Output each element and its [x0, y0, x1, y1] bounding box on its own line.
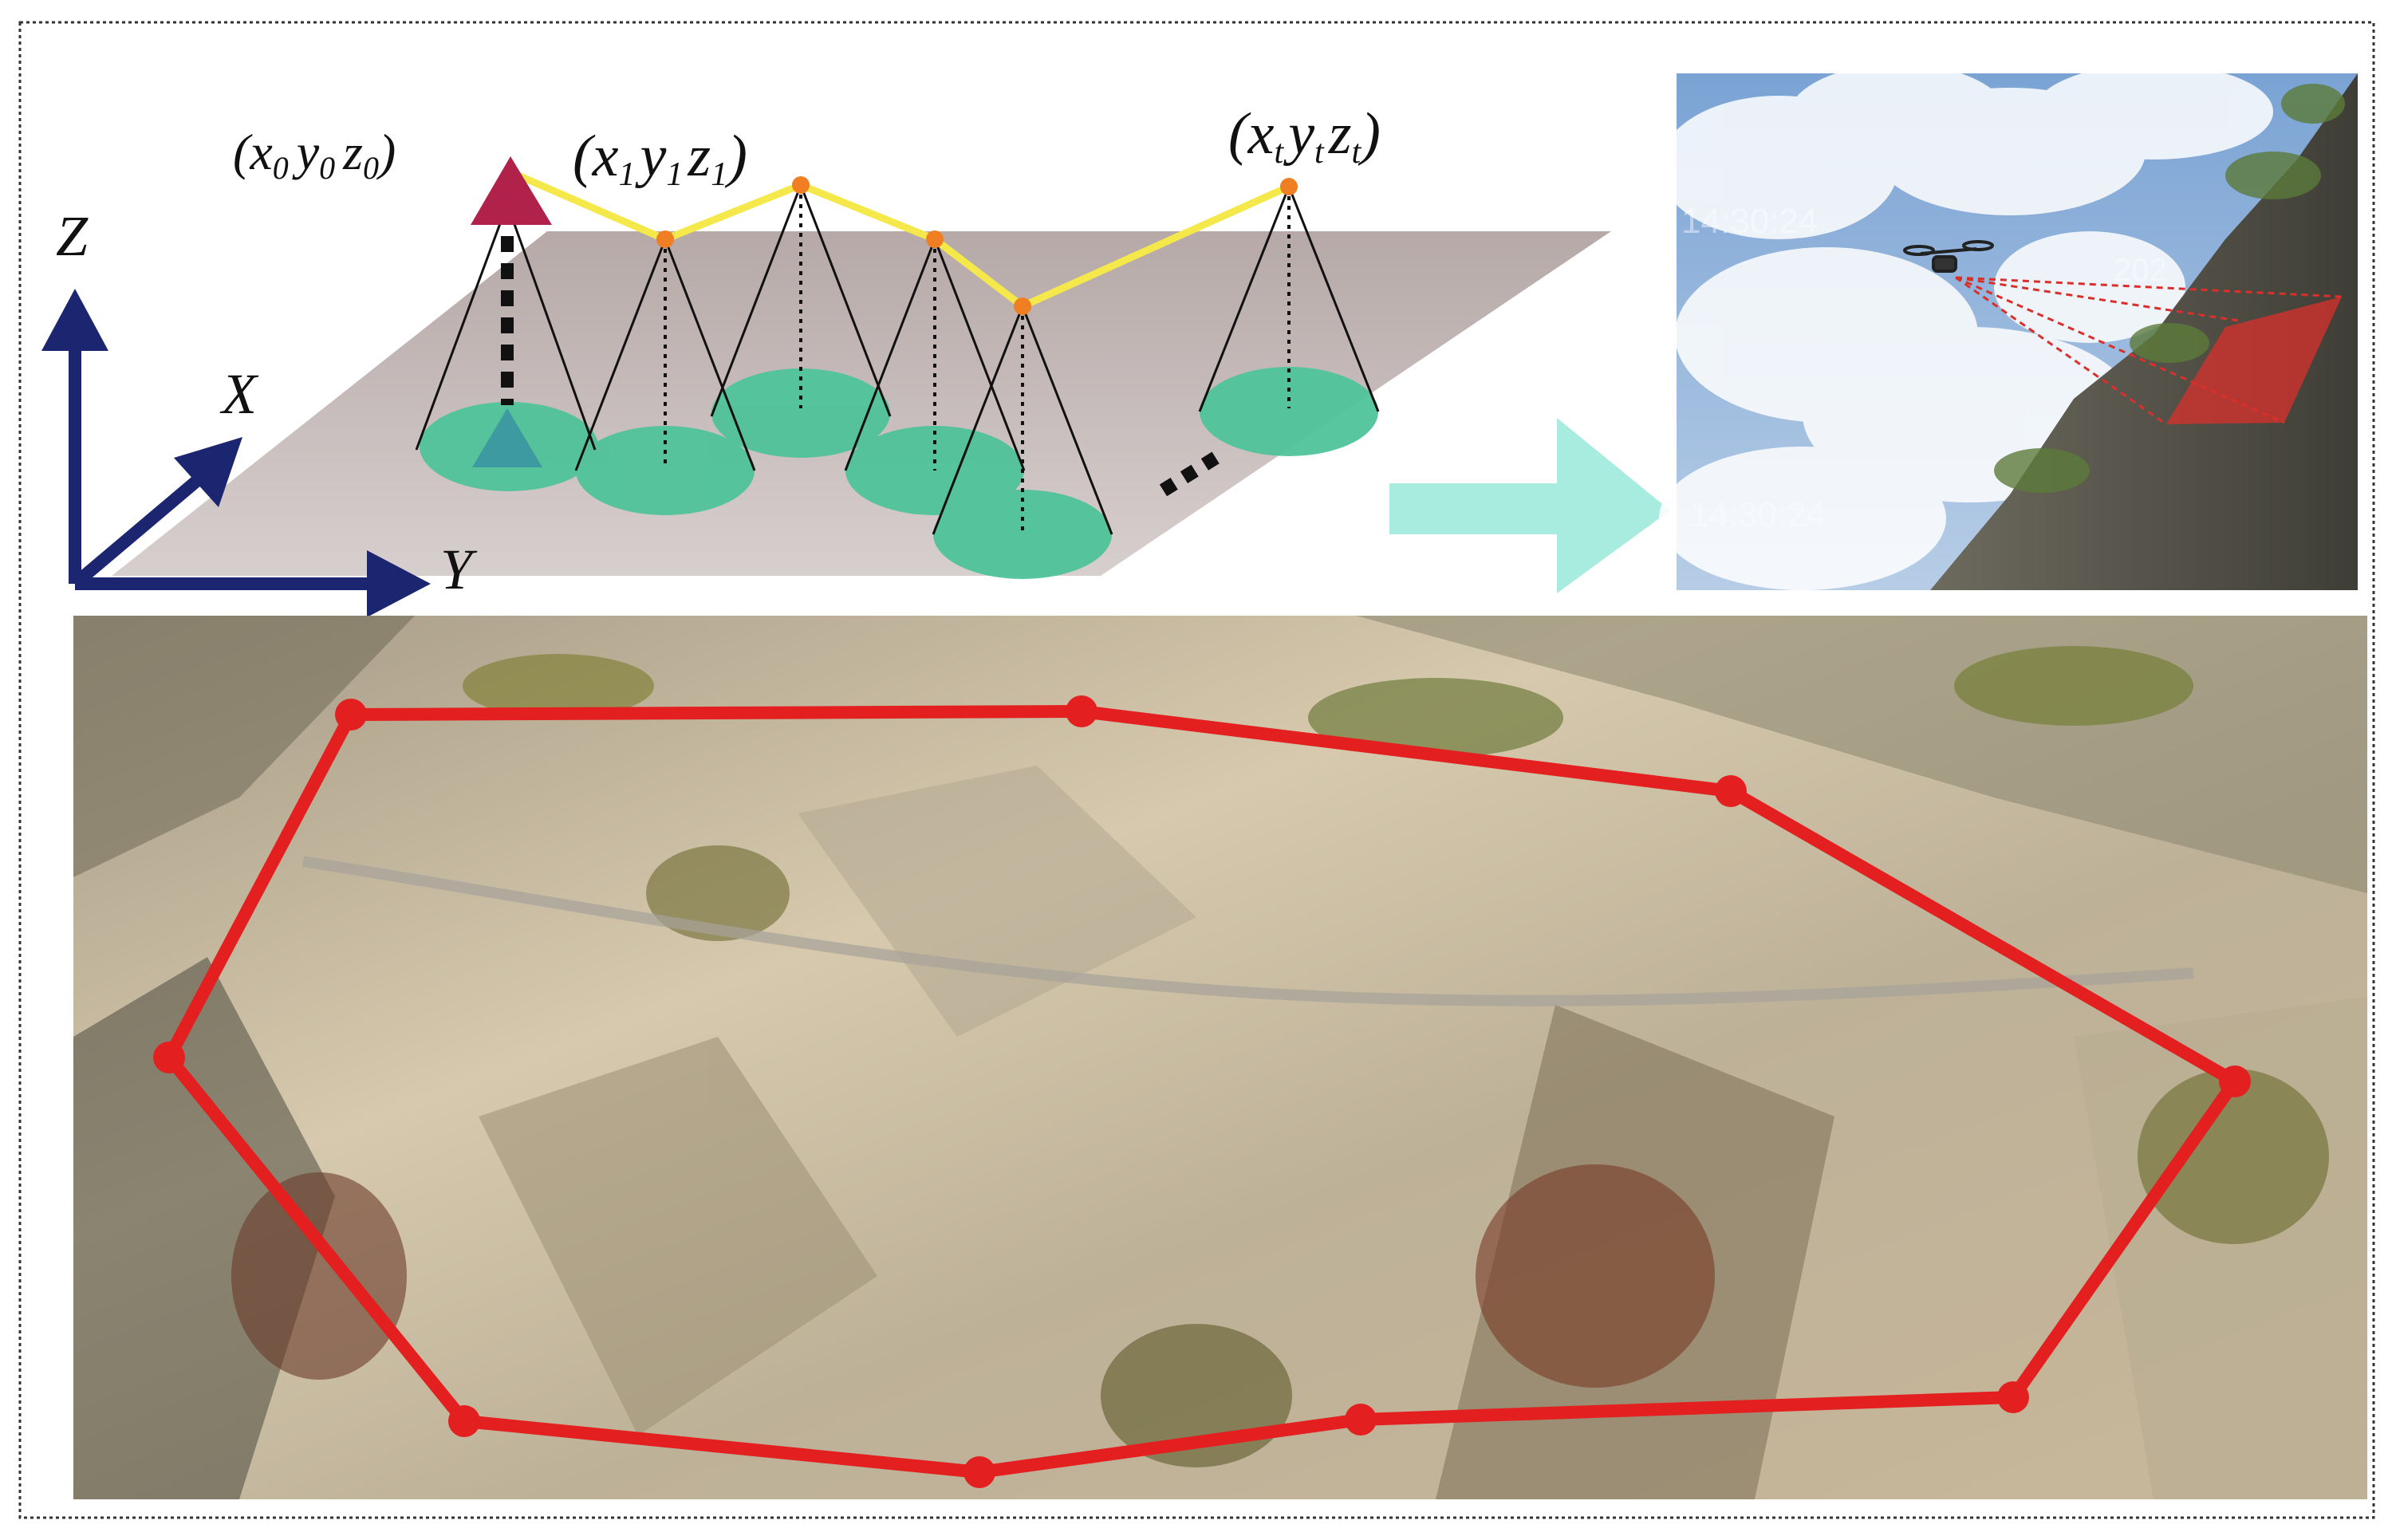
boundary-vertex	[1345, 1404, 1377, 1436]
cliff-vegetation	[1994, 84, 2345, 493]
last-waypoint-coordinate-label: (xtytzt)	[1228, 101, 1381, 171]
x-axis	[70, 465, 214, 589]
waypoint-last	[1280, 178, 1298, 195]
boundary-polygon	[163, 705, 2241, 1479]
flight-path	[506, 167, 1291, 310]
timestamp-watermark-2: 202	[2114, 253, 2167, 288]
boundary-vertices	[153, 695, 2251, 1488]
y-axis-label: Y	[440, 538, 478, 601]
boundary-vertex	[1715, 775, 1747, 807]
clouds	[1659, 64, 2273, 590]
start-position-marker	[471, 156, 552, 225]
drone-survey-photo: 14:30:24 202 14:30:24	[1659, 64, 2358, 590]
boundary-vertex	[335, 699, 367, 731]
waypoints	[656, 176, 1298, 315]
boundary-vertex	[153, 1042, 185, 1073]
boundary-vertex	[963, 1456, 995, 1488]
timestamp-watermark-3: 14:30:24	[1689, 495, 1826, 534]
boundary-vertex	[1997, 1381, 2029, 1413]
process-arrow	[1389, 418, 1670, 593]
drone-icon	[1903, 240, 1994, 273]
boundary-vertex	[1066, 695, 1097, 727]
flight-plan-schematic: Z X Y	[41, 101, 1611, 617]
z-axis-label: Z	[56, 204, 89, 268]
footprint-4	[933, 490, 1112, 579]
waypoint-3	[926, 230, 944, 248]
footprint-2	[711, 368, 890, 458]
x-axis-label: X	[219, 362, 259, 426]
first-waypoint-coordinate-label: (x1y1z1)	[573, 124, 747, 193]
boundary-vertex	[448, 1405, 480, 1437]
waypoint-1	[656, 230, 674, 248]
waypoint-4	[1014, 297, 1031, 315]
captured-area	[2166, 297, 2342, 424]
footprint-1	[576, 426, 755, 515]
x-axis-arrowhead	[174, 437, 242, 507]
timestamp-watermark-1: 14:30:24	[1681, 202, 1818, 241]
z-axis-arrowhead	[41, 289, 108, 351]
y-axis-arrowhead	[367, 550, 431, 617]
start-ground-marker	[472, 408, 542, 467]
coordinate-axes	[41, 289, 431, 617]
figure-frame	[18, 21, 2375, 1519]
drone-view-rays	[1955, 276, 2343, 426]
nadir-lines	[664, 185, 1291, 534]
slope-boundary	[153, 695, 2251, 1488]
waypoint-2	[792, 176, 810, 194]
slope-path	[301, 856, 2194, 1006]
footprint-last	[1200, 367, 1378, 456]
boundary-vertex	[2219, 1065, 2251, 1097]
